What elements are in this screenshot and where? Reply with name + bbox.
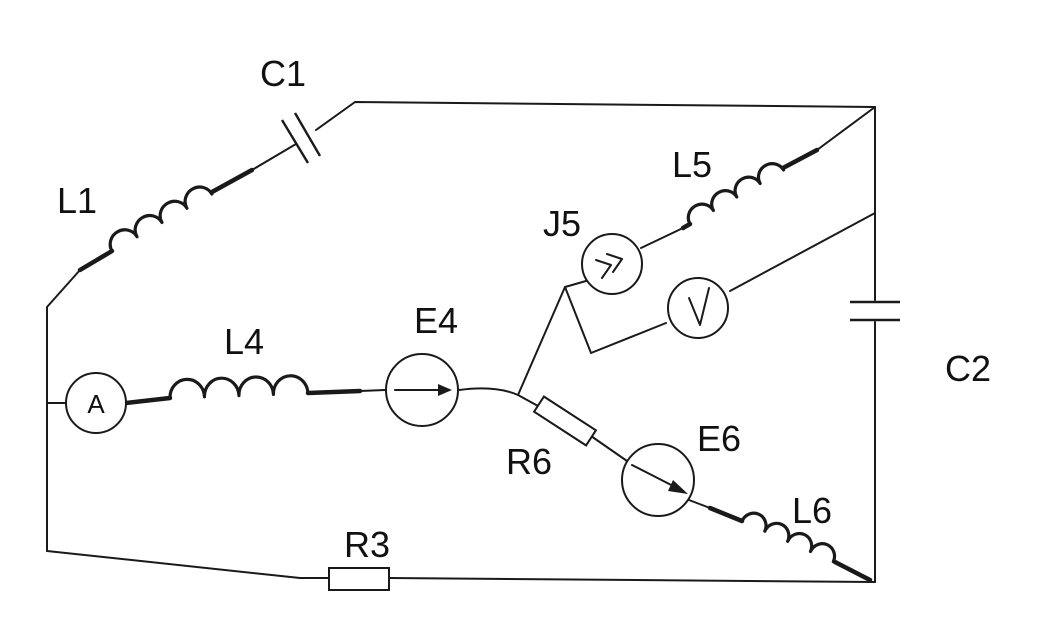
labels: C1 L1 L5 J5 E4 L4 C2 R6 E6 L6 R3 bbox=[57, 53, 991, 565]
l6-coil bbox=[740, 511, 837, 564]
r3-body bbox=[328, 567, 390, 591]
wire-junction-to-r6 bbox=[517, 394, 539, 407]
label-r3: R3 bbox=[344, 524, 390, 565]
voltage-source-e4 bbox=[385, 353, 459, 427]
label-l4: L4 bbox=[224, 321, 264, 362]
wire-l5-to-j5 bbox=[640, 227, 684, 249]
voltmeter bbox=[667, 277, 729, 339]
wire-junction-to-j5 bbox=[564, 280, 587, 288]
l1-lead-left bbox=[77, 248, 115, 273]
l5-lead-right bbox=[780, 147, 820, 171]
capacitor-c2 bbox=[850, 300, 900, 322]
l4-coil bbox=[168, 374, 310, 400]
label-r6: R6 bbox=[506, 441, 552, 482]
wire-top bbox=[315, 101, 876, 131]
l1-lead-right bbox=[209, 167, 255, 195]
resistor-r6 bbox=[532, 395, 598, 447]
wire-e6-to-l6 bbox=[688, 499, 711, 509]
inductor-l4 bbox=[168, 374, 310, 400]
wire-left-vertical bbox=[46, 269, 81, 552]
wire-junction-diagonal bbox=[517, 286, 566, 396]
wire-bottom-right bbox=[389, 577, 876, 583]
l1-coil bbox=[108, 185, 214, 253]
label-j5: J5 bbox=[543, 203, 581, 244]
label-e4: E4 bbox=[414, 300, 458, 341]
wire-r6-to-e6 bbox=[590, 435, 628, 462]
e6-arrow-head bbox=[668, 480, 688, 494]
inductor-l1 bbox=[108, 185, 214, 253]
e4-arrow-head bbox=[438, 384, 452, 396]
inductor-l5 bbox=[686, 162, 786, 226]
ammeter-label: A bbox=[87, 389, 105, 419]
wire-bottom-left bbox=[46, 550, 301, 579]
label-e6: E6 bbox=[697, 418, 741, 459]
wire-l5-to-corner bbox=[816, 106, 876, 151]
c1-plate-b bbox=[293, 112, 322, 157]
wires bbox=[46, 101, 876, 583]
l6-lead-left bbox=[707, 505, 745, 524]
wire-voltmeter-to-right bbox=[729, 212, 876, 292]
voltmeter-circle bbox=[667, 277, 729, 339]
wire-l4-to-e4 bbox=[359, 389, 386, 392]
wire-e4-to-junction bbox=[458, 387, 519, 396]
label-c2: C2 bbox=[945, 348, 991, 389]
wire-c1-to-l1 bbox=[251, 143, 297, 171]
j5-chevron-1 bbox=[595, 259, 612, 279]
capacitor-c1 bbox=[280, 112, 322, 164]
l5-coil bbox=[686, 162, 786, 226]
l4-lead-right bbox=[305, 388, 363, 396]
l4-lead-left bbox=[123, 395, 173, 406]
voltage-source-e6 bbox=[621, 443, 695, 517]
l6-lead-right bbox=[832, 559, 873, 583]
c1-plate-a bbox=[280, 119, 310, 164]
j5-chevron-2 bbox=[606, 253, 623, 273]
current-source-j5 bbox=[581, 233, 643, 295]
j5-circle bbox=[581, 233, 643, 295]
component-leads bbox=[77, 147, 873, 583]
label-l1: L1 bbox=[57, 180, 97, 221]
label-c1: C1 bbox=[260, 53, 306, 94]
r6-body bbox=[532, 395, 598, 447]
wire-voltmeter-loop bbox=[564, 286, 667, 354]
voltmeter-v-icon bbox=[688, 287, 710, 326]
label-l5: L5 bbox=[672, 144, 712, 185]
ammeter-circle bbox=[65, 372, 127, 434]
e6-circle bbox=[621, 443, 695, 517]
inductor-l6 bbox=[740, 511, 837, 564]
ammeter: A bbox=[65, 372, 127, 434]
resistor-r3 bbox=[328, 567, 390, 591]
label-l6: L6 bbox=[792, 490, 832, 531]
